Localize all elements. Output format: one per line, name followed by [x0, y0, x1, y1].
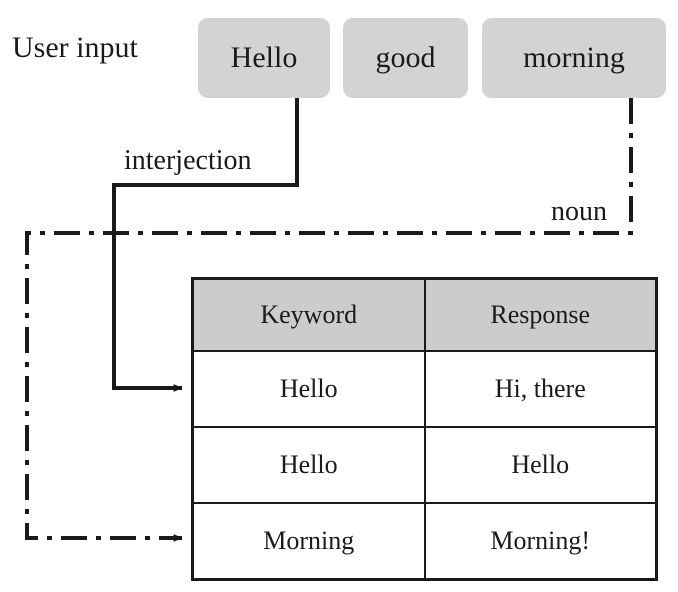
cell-response: Morning!	[423, 502, 658, 581]
cell-response: Hello	[423, 426, 658, 504]
token-box-good[interactable]: good	[343, 18, 468, 98]
token-box-morning[interactable]: morning	[482, 18, 666, 98]
cell-keyword: Hello	[191, 350, 426, 428]
user-input-label: User input	[12, 31, 138, 64]
token-box-hello-text: Hello	[230, 41, 298, 74]
token-box-morning-text: morning	[523, 41, 625, 74]
table-header-row: Keyword Response	[191, 277, 658, 352]
table-row[interactable]: Hello Hello	[191, 426, 658, 504]
column-header-keyword: Keyword	[191, 277, 426, 352]
token-box-hello[interactable]: Hello	[198, 18, 330, 98]
cell-keyword: Hello	[191, 426, 426, 504]
column-header-response: Response	[423, 277, 658, 352]
keyword-response-table: Keyword Response Hello Hi, there Hello H…	[191, 277, 658, 581]
edge-label-interjection: interjection	[124, 145, 252, 176]
edge-label-noun: noun	[551, 196, 607, 227]
table-row[interactable]: Hello Hi, there	[191, 350, 658, 428]
token-box-good-text: good	[375, 41, 436, 74]
table-row[interactable]: Morning Morning!	[191, 502, 658, 581]
cell-keyword: Morning	[191, 502, 426, 581]
cell-response: Hi, there	[423, 350, 658, 428]
